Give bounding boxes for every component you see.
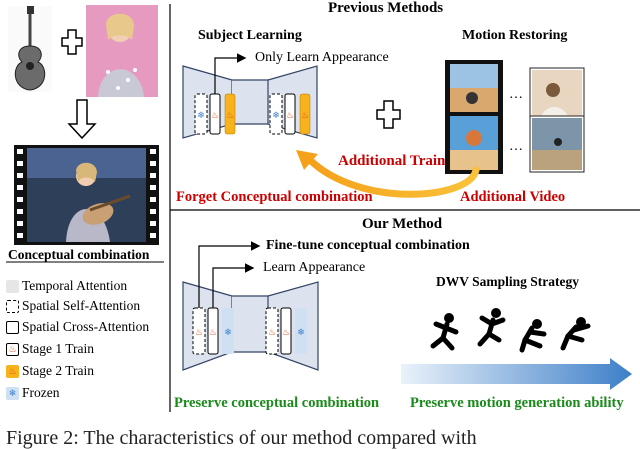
legend-self: Spatial Self-Attention: [6, 297, 140, 315]
legend-label: Stage 2 Train: [22, 363, 95, 378]
figure-1: [430, 313, 459, 351]
svg-text:❄: ❄: [224, 327, 232, 337]
preserve-motion-label: Preserve motion generation ability: [410, 395, 624, 411]
self-attention-swatch: [6, 299, 19, 313]
svg-text:♨: ♨: [268, 327, 276, 337]
plus-icon-left: [61, 29, 83, 55]
fire-icon: ♨: [6, 342, 19, 356]
figure-2: [477, 308, 506, 347]
dwv-strategy-label: DWV Sampling Strategy: [436, 274, 580, 289]
legend-label: Spatial Cross-Attention: [22, 319, 150, 334]
legend-label: Frozen: [22, 385, 60, 400]
legend-label: Temporal Attention: [22, 278, 128, 293]
svg-text:♨: ♨: [195, 327, 203, 337]
motion-restoring-label: Motion Restoring: [462, 28, 568, 43]
conceptual-combination-film: [14, 145, 159, 245]
svg-text:♨: ♨: [211, 110, 219, 120]
preserve-combination-label: Preserve conceptual combination: [174, 395, 380, 411]
prev-appearance-arrow: [214, 53, 247, 94]
legend-frozen: ❄ Frozen: [6, 384, 60, 402]
prev-blocks-left: ❄ ♨ ♨: [194, 93, 236, 135]
down-arrow-icon: [67, 99, 97, 140]
figure-4: [560, 317, 591, 351]
legend-label: Spatial Self-Attention: [22, 298, 141, 313]
learn-appearance-label: Learn Appearance: [263, 260, 366, 275]
ours-blocks-left: ♨ ♨ ❄: [192, 307, 234, 355]
forget-combination-label: Forget Conceptual combination: [176, 189, 373, 205]
our-method-title: Our Method: [362, 216, 443, 232]
svg-text:♨: ♨: [286, 110, 294, 120]
legend-stage1: ♨ Stage 1 Train: [6, 340, 94, 358]
additional-train-arrowhead: [296, 150, 318, 170]
motion-ability-arrow: [401, 358, 632, 390]
guitar-image: [8, 6, 52, 92]
subject-learning-label: Subject Learning: [198, 28, 302, 43]
svg-text:♨: ♨: [226, 110, 234, 120]
svg-text:❄: ❄: [197, 110, 205, 120]
svg-text:❄: ❄: [297, 327, 305, 337]
snowflake-icon: ❄: [6, 386, 19, 400]
prev-blocks-right: ❄ ♨ ♨: [269, 93, 311, 135]
finetune-label: Fine-tune conceptual combination: [266, 238, 470, 253]
legend-cross: Spatial Cross-Attention: [6, 318, 149, 336]
fire-icon: ♨: [6, 364, 19, 378]
legend-label: Stage 1 Train: [22, 341, 95, 356]
legend-stage2: ♨ Stage 2 Train: [6, 362, 94, 380]
cross-attention-swatch: [6, 320, 19, 334]
svg-text:♨: ♨: [301, 110, 309, 120]
additional-train-label: Additional Train: [338, 153, 446, 169]
ours-blocks-right: ♨ ♨ ❄: [265, 307, 307, 355]
figure-caption: Figure 2: The characteristics of our met…: [6, 427, 477, 449]
svg-text:❄: ❄: [272, 110, 280, 120]
ellipsis-1: …: [509, 87, 523, 102]
only-learn-appearance-label: Only Learn Appearance: [255, 50, 389, 65]
svg-text:♨: ♨: [282, 327, 290, 337]
svg-text:♨: ♨: [209, 327, 217, 337]
person-image: [86, 5, 158, 97]
ours-finetune-arrow: [198, 241, 261, 308]
dancing-figures: [430, 308, 591, 353]
previous-methods-title: Previous Methods: [328, 0, 444, 16]
figure-3: [519, 319, 547, 353]
plus-icon-middle: [376, 100, 401, 129]
additional-video-label: Additional Video: [460, 189, 566, 205]
motion-restoring-films: [445, 60, 585, 174]
ours-appearance-arrow: [212, 263, 255, 308]
temporal-swatch: [6, 279, 19, 293]
ellipsis-2: …: [509, 139, 523, 154]
conceptual-combination-label: Conceptual combination: [8, 247, 150, 262]
additional-train-arrow: [306, 156, 480, 198]
legend-temporal: Temporal Attention: [6, 277, 127, 295]
